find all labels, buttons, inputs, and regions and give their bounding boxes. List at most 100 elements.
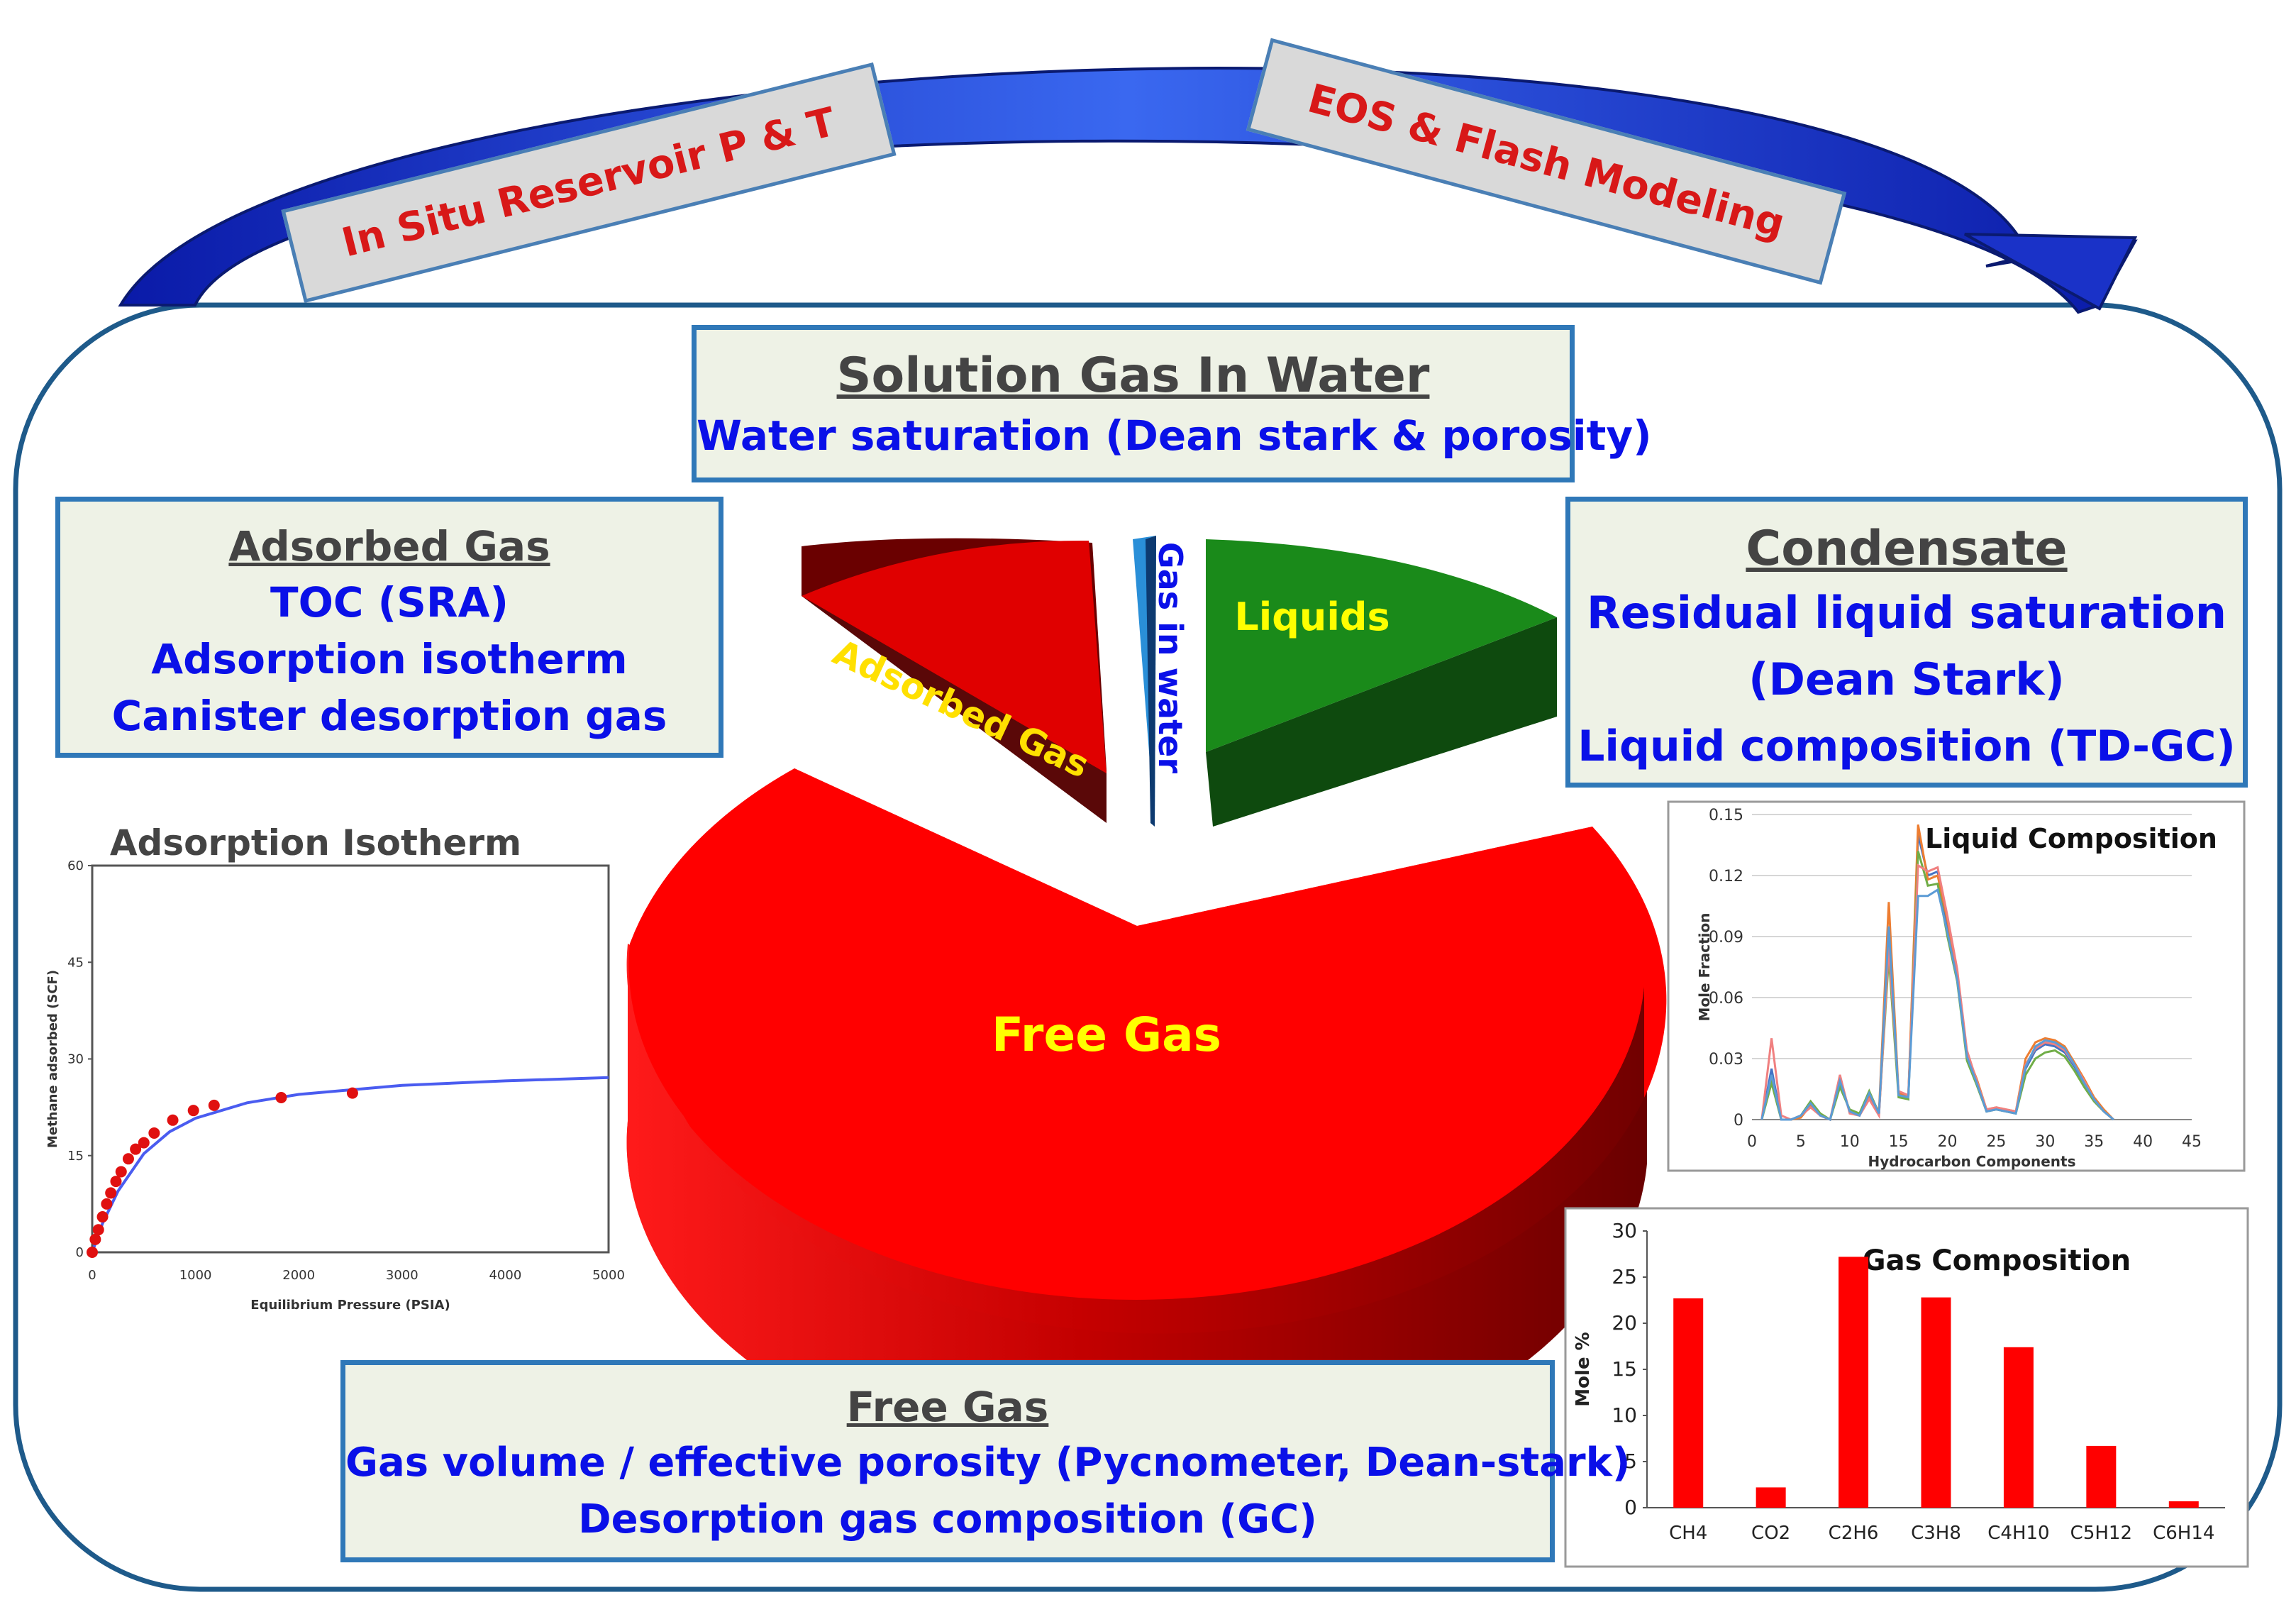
gas-ytick: 20 [1612, 1311, 1637, 1335]
liquid-ytick: 0.03 [1709, 1051, 1743, 1069]
solution-gas-line-1: Water saturation (Dean stark & porosity) [697, 412, 1652, 460]
adsorbed-gas-line-1: TOC (SRA) [270, 578, 509, 626]
liquid-series-line [1760, 851, 2114, 1122]
isotherm-fit-line [91, 1076, 609, 1253]
isotherm-xtick: 0 [88, 1268, 96, 1283]
isotherm-xtick: 1000 [179, 1268, 212, 1283]
adsorbed-gas-line-2: Adsorption isotherm [151, 635, 628, 683]
gas-category-label: C3H8 [1911, 1523, 1961, 1544]
liquid-ytick: 0.09 [1709, 929, 1743, 946]
isotherm-ytick: 60 [67, 859, 84, 873]
liquid-xlabel: Hydrocarbon Components [1868, 1153, 2076, 1170]
adsorbed-gas-line-3: Canister desorption gas [111, 692, 667, 740]
condensate-box: Condensate Residual liquid saturation (D… [1565, 497, 2248, 788]
pie-water-side [1146, 536, 1156, 827]
gas-category-label: C2H6 [1829, 1523, 1879, 1544]
isotherm-point [96, 1211, 109, 1223]
condensate-line-1: Residual liquid saturation [1587, 587, 2226, 639]
gas-category-label: CH4 [1669, 1523, 1707, 1544]
isotherm-point [346, 1087, 358, 1099]
condensate-line-2: (Dean Stark) [1748, 653, 2065, 705]
isotherm-point [187, 1105, 199, 1117]
gas-bar [1673, 1298, 1704, 1508]
isotherm-xlabel: Equilibrium Pressure (PSIA) [250, 1298, 450, 1313]
liquid-xtick: 40 [2133, 1133, 2153, 1151]
liquid-ylabel: Mole Fraction [1696, 912, 1713, 1021]
pie-free-side-face [626, 944, 1645, 1477]
pie-adsorbed-gas [802, 538, 1107, 823]
isotherm-point [138, 1137, 150, 1149]
isotherm-point [87, 1247, 98, 1258]
liquid-xtick: 45 [2182, 1133, 2202, 1151]
liquid-xtick: 5 [1796, 1133, 1806, 1151]
gas-category-label: C6H14 [2153, 1523, 2214, 1544]
pie-gas-in-water [1133, 536, 1156, 827]
gas-ytick: 5 [1624, 1450, 1637, 1473]
liquid-ytick: 0.15 [1709, 807, 1743, 824]
pie-free-gas [626, 768, 1667, 1481]
free-gas-box: Free Gas Gas volume / effective porosity… [340, 1360, 1631, 1562]
liquid-series-line [1760, 888, 2114, 1122]
gas-bar [2168, 1501, 2199, 1508]
liquid-xtick: 15 [1889, 1133, 1909, 1151]
isotherm-point [130, 1143, 142, 1155]
isotherm-ylabel: Methane adsorbed (SCF) [45, 970, 60, 1148]
liquid-panel-bg [1667, 800, 2246, 1172]
isotherm-ytick: 0 [76, 1245, 84, 1260]
liquid-ytick: 0 [1734, 1112, 1743, 1130]
liquid-ytick: 0.06 [1709, 990, 1743, 1008]
pie-liquids-side [1206, 617, 1557, 827]
solution-gas-box: Solution Gas In Water Water saturation (… [692, 325, 1652, 482]
pie-liquids [1206, 539, 1557, 827]
liquid-xtick: 30 [2035, 1133, 2055, 1151]
gas-title: Gas Composition [1863, 1244, 2131, 1277]
isotherm-xtick: 2000 [282, 1268, 315, 1283]
pie-adsorbed-face [802, 540, 1107, 773]
free-gas-line-1: Gas volume / effective porosity (Pycnome… [345, 1440, 1631, 1486]
gas-category-label: C4H10 [1987, 1523, 2049, 1544]
adsorbed-gas-box: Adsorbed Gas TOC (SRA) Adsorption isothe… [55, 497, 723, 758]
condensate-title: Condensate [1746, 521, 2068, 577]
solution-gas-title: Solution Gas In Water [836, 348, 1430, 404]
gas-ytick: 25 [1612, 1265, 1637, 1288]
gas-ytick: 15 [1612, 1357, 1637, 1381]
pie-label-free-gas: Free Gas [992, 1008, 1221, 1062]
isotherm-point [105, 1187, 117, 1199]
gas-bar [1921, 1297, 1951, 1508]
free-gas-line-2: Desorption gas composition (GC) [578, 1496, 1317, 1542]
isotherm-point [148, 1127, 160, 1139]
liquid-xtick: 20 [1938, 1133, 1958, 1151]
isotherm-ytick: 30 [67, 1052, 84, 1067]
isotherm-point [89, 1233, 101, 1245]
gas-category-label: CO2 [1751, 1523, 1790, 1544]
adsorbed-gas-title: Adsorbed Gas [228, 522, 550, 570]
liquid-title: Liquid Composition [1925, 823, 2217, 854]
isotherm-xtick: 5000 [592, 1268, 625, 1283]
free-gas-title: Free Gas [846, 1383, 1049, 1431]
isotherm-xtick: 4000 [489, 1268, 521, 1283]
gas-ytick: 0 [1624, 1496, 1637, 1519]
isotherm-point [167, 1114, 179, 1126]
isotherm-point [92, 1224, 104, 1236]
condensate-line-3: Liquid composition (TD-GC) [1577, 722, 2236, 771]
isotherm-point [208, 1099, 220, 1111]
liquid-xtick: 25 [1986, 1133, 2006, 1151]
gas-bar [2086, 1445, 2117, 1508]
isotherm-point [122, 1153, 134, 1165]
arrow-head-icon [1964, 233, 2138, 311]
pie-label-gas-in-water: Gas in water [1151, 541, 1189, 774]
isotherm-point [115, 1166, 127, 1178]
pie-label-liquids: Liquids [1234, 595, 1390, 639]
pie-liquids-top [1206, 539, 1557, 752]
gas-bar [1756, 1487, 1786, 1508]
isotherm-point [101, 1198, 113, 1210]
isotherm-xtick: 3000 [386, 1268, 418, 1283]
liquid-xtick: 0 [1747, 1133, 1757, 1151]
liquid-xtick: 35 [2084, 1133, 2104, 1151]
isotherm-title: Adsorption Isotherm [110, 822, 521, 863]
gas-ylabel: Mole % [1573, 1332, 1594, 1406]
isotherm-ytick: 15 [67, 1149, 84, 1164]
liquid-xtick: 10 [1840, 1133, 1860, 1151]
adsorption-isotherm-chart: Adsorption Isotherm 0 1000 2000 3000 4000 5000… [45, 822, 625, 1313]
